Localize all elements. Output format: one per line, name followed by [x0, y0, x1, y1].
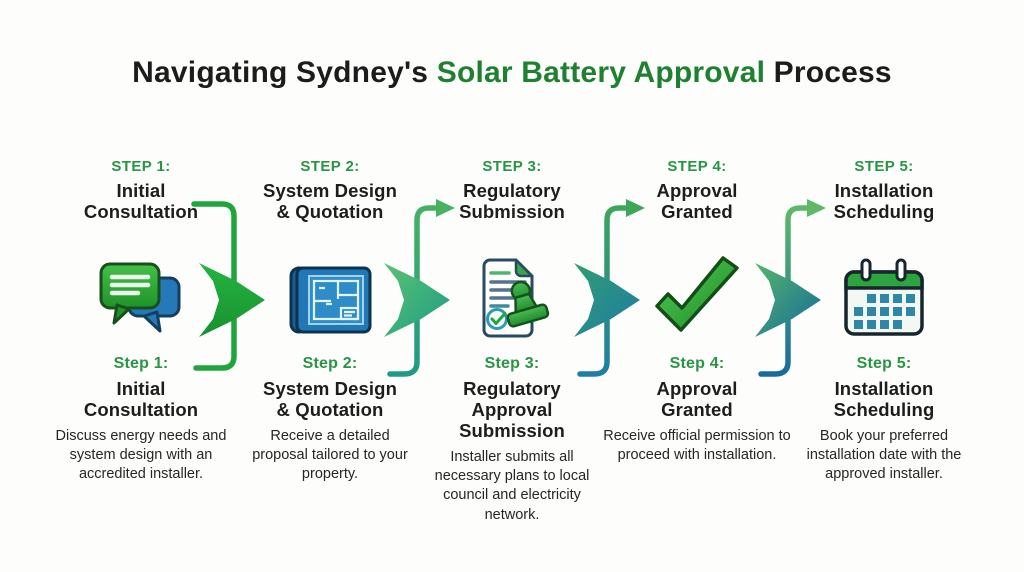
- title-suffix: Process: [765, 56, 892, 89]
- step2-bottom-label: Step 2: System Design & Quotation Receiv…: [230, 355, 430, 485]
- step1-bottom-label: Step 1: Initial Consultation Discuss ene…: [41, 355, 241, 485]
- arrowhead-icon: [807, 199, 826, 217]
- step4-top-label: STEP 4: Approval Granted: [597, 158, 797, 222]
- step-title: Installation Scheduling: [833, 180, 935, 223]
- step-title: Regulatory Approval Submission: [459, 378, 565, 442]
- rubber-stamp-icon: [506, 280, 550, 328]
- step5-bottom-label: Step 5: Installation Scheduling Book you…: [784, 355, 984, 485]
- stamped-document-icon: [464, 252, 560, 348]
- step-description: Receive a detailed proposal tailored to …: [252, 428, 408, 483]
- step-description: Installer submits all necessary plans to…: [434, 449, 590, 523]
- step-description: Receive official permission to proceed w…: [603, 428, 791, 464]
- step-tag: Step 5:: [856, 355, 912, 372]
- calendar-icon: [836, 252, 932, 348]
- title-prefix: Navigating Sydney's: [132, 56, 437, 89]
- step-title: System Design & Quotation: [263, 378, 397, 421]
- step-title: Initial Consultation: [83, 378, 199, 421]
- step-tag: Step 4:: [669, 355, 725, 372]
- arrowhead-icon: [626, 199, 645, 217]
- title-highlight: Solar Battery Approval: [436, 56, 766, 89]
- step3-top-label: STEP 3: Regulatory Submission: [412, 158, 612, 222]
- checkmark-icon: [649, 252, 745, 348]
- chevron-arrow-icon: [199, 263, 265, 337]
- step1-top-label: STEP 1: Initial Consultation: [41, 158, 241, 222]
- step-description: Discuss energy needs and system design w…: [55, 428, 227, 483]
- step3-bottom-label: Step 3: Regulatory Approval Submission I…: [412, 355, 612, 525]
- step-tag: STEP 2:: [300, 158, 360, 175]
- step-title: System Design & Quotation: [263, 180, 397, 223]
- step-tag: STEP 3:: [482, 158, 542, 175]
- chevron-arrow-icon: [755, 263, 821, 337]
- step5-top-label: STEP 5: Installation Scheduling: [784, 158, 984, 222]
- step-title: Approval Granted: [656, 378, 738, 421]
- step-title: Approval Granted: [656, 180, 738, 223]
- step-tag: Step 2:: [302, 355, 358, 372]
- arrowhead-icon: [436, 199, 455, 217]
- step-tag: STEP 4:: [667, 158, 727, 175]
- step-description: Book your preferred installation date wi…: [806, 428, 962, 483]
- step-tag: STEP 1:: [111, 158, 171, 175]
- step2-top-label: STEP 2: System Design & Quotation: [230, 158, 430, 222]
- step-tag: Step 3:: [484, 355, 540, 372]
- step-title: Installation Scheduling: [833, 378, 935, 421]
- blueprint-icon: [282, 252, 378, 348]
- step-tag: STEP 5:: [854, 158, 914, 175]
- page-title: Navigating Sydney's Solar Battery Approv…: [0, 56, 1024, 90]
- step4-bottom-label: Step 4: Approval Granted Receive officia…: [597, 355, 797, 465]
- chat-bubbles-icon: [93, 252, 189, 348]
- step-title: Initial Consultation: [83, 180, 199, 223]
- step-tag: Step 1:: [113, 355, 169, 372]
- chevron-arrow-icon: [384, 263, 450, 337]
- chevron-arrow-icon: [574, 263, 640, 337]
- step-title: Regulatory Submission: [459, 180, 565, 223]
